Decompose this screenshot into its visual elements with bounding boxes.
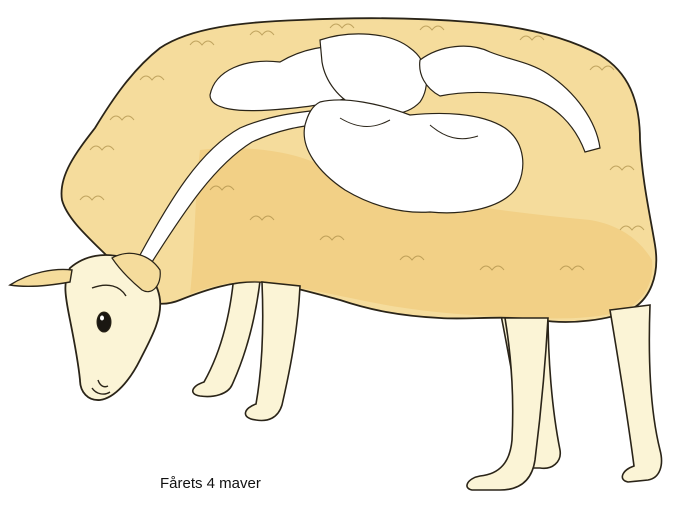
hind-leg-front [467, 305, 662, 490]
eye [97, 312, 111, 332]
sheep-head [10, 253, 160, 400]
ear [10, 270, 72, 287]
caption-label: Fårets 4 maver [160, 475, 261, 492]
